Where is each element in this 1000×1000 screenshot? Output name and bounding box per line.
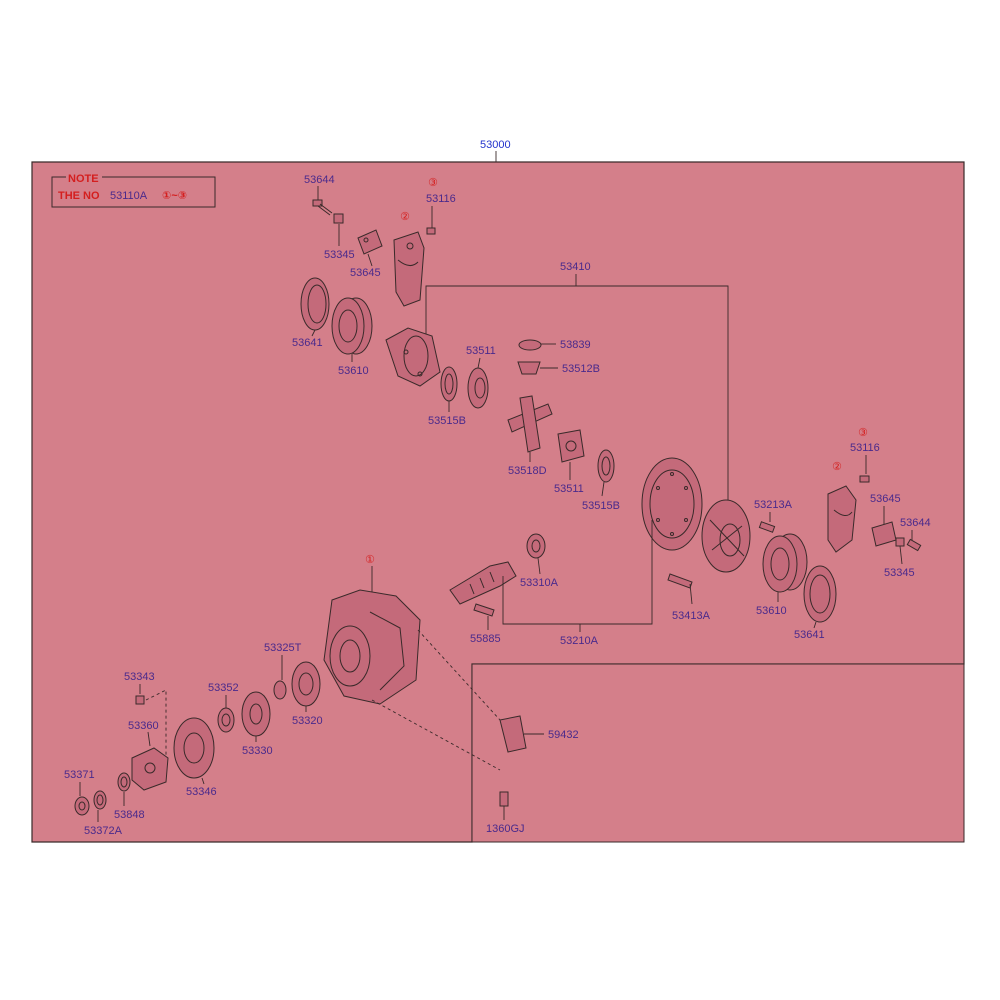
label-53210a[interactable]: 53210A bbox=[560, 635, 599, 647]
label-59432[interactable]: 59432 bbox=[548, 729, 579, 741]
seal-53641-left-icon bbox=[300, 277, 330, 331]
gear-53512b-icon bbox=[517, 361, 541, 375]
bearing-53610-left-icon bbox=[331, 297, 373, 355]
thrust-washer-53515b-left-icon bbox=[440, 366, 458, 402]
plate-53645-left-icon bbox=[357, 229, 383, 255]
label-53512b[interactable]: 53512B bbox=[562, 363, 600, 375]
label-53645-right[interactable]: 53645 bbox=[870, 493, 901, 505]
label-53372a[interactable]: 53372A bbox=[84, 825, 123, 837]
label-53515b-right[interactable]: 53515B bbox=[582, 500, 620, 512]
note-heading: NOTE bbox=[68, 173, 99, 185]
label-53352[interactable]: 53352 bbox=[208, 682, 239, 694]
diff-case-right-half-icon bbox=[701, 499, 751, 573]
bearing-cap-right-icon bbox=[827, 485, 857, 553]
diff-case-left-half-icon bbox=[385, 327, 441, 387]
nut-53371-icon bbox=[74, 796, 90, 816]
marker-2-right: ② bbox=[832, 461, 842, 473]
label-53645-left[interactable]: 53645 bbox=[350, 267, 381, 279]
label-53371[interactable]: 53371 bbox=[64, 769, 95, 781]
lower-right-blank-area bbox=[471, 663, 965, 843]
bearing-53330-icon bbox=[241, 691, 271, 737]
bolt-53644-right-icon bbox=[906, 538, 922, 552]
shim-53352-icon bbox=[217, 707, 235, 733]
seal-53641-right-icon bbox=[803, 565, 837, 623]
root-label[interactable]: 53000 bbox=[480, 139, 511, 151]
label-53346[interactable]: 53346 bbox=[186, 786, 217, 798]
ring-53848-icon bbox=[117, 772, 131, 792]
label-53644-left[interactable]: 53644 bbox=[304, 174, 335, 186]
label-53116-right[interactable]: 53116 bbox=[850, 442, 880, 454]
label-55885[interactable]: 55885 bbox=[470, 633, 501, 645]
label-53343[interactable]: 53343 bbox=[124, 671, 155, 683]
thrust-washer-53515b-right-icon bbox=[597, 449, 615, 483]
label-53413a[interactable]: 53413A bbox=[672, 610, 711, 622]
companion-flange-53360-icon bbox=[131, 747, 169, 791]
bolt-53213a-icon bbox=[758, 521, 776, 533]
marker-3-left: ③ bbox=[428, 177, 438, 189]
pin-53116-right-icon bbox=[859, 475, 870, 483]
note-box: NOTE THE NO 53110A ①~③ bbox=[51, 172, 216, 208]
label-53360[interactable]: 53360 bbox=[128, 720, 159, 732]
washer-53345-right-icon bbox=[895, 537, 905, 547]
spacer-53325t-icon bbox=[273, 680, 287, 700]
drive-pinion-icon bbox=[449, 561, 517, 605]
ring-gear-icon bbox=[641, 457, 703, 551]
washer-53839-icon bbox=[518, 339, 542, 351]
label-53310a[interactable]: 53310A bbox=[520, 577, 559, 589]
pinion-gear-53511-lower-icon bbox=[557, 429, 585, 463]
bolt-53343-icon bbox=[135, 695, 145, 705]
bolt-53644-left-icon bbox=[312, 199, 333, 216]
label-53410[interactable]: 53410 bbox=[560, 261, 591, 273]
bearing-53610-right-icon bbox=[762, 533, 808, 593]
label-53116-left[interactable]: 53116 bbox=[426, 193, 456, 205]
note-prefix: THE NO bbox=[58, 190, 100, 202]
label-53511-lower[interactable]: 53511 bbox=[554, 483, 584, 495]
label-53644-right[interactable]: 53644 bbox=[900, 517, 931, 529]
bolt-1360gj-icon bbox=[499, 791, 509, 807]
pin-53116-left-icon bbox=[426, 227, 436, 235]
label-53518d[interactable]: 53518D bbox=[508, 465, 547, 477]
marker-1: ① bbox=[365, 554, 375, 566]
label-53320[interactable]: 53320 bbox=[292, 715, 323, 727]
marker-2-left: ② bbox=[400, 211, 410, 223]
marker-3-right: ③ bbox=[858, 427, 868, 439]
label-53213a[interactable]: 53213A bbox=[754, 499, 793, 511]
carrier-housing-icon bbox=[323, 589, 421, 705]
label-53511-upper[interactable]: 53511 bbox=[466, 345, 496, 357]
label-53641-left[interactable]: 53641 bbox=[292, 337, 323, 349]
label-53330[interactable]: 53330 bbox=[242, 745, 273, 757]
note-part[interactable]: 53110A bbox=[110, 190, 148, 202]
plug-55885-icon bbox=[473, 603, 495, 617]
bearing-cap-left-icon bbox=[393, 231, 425, 307]
bracket-59432-icon bbox=[499, 715, 527, 753]
label-53839[interactable]: 53839 bbox=[560, 339, 591, 351]
bearing-53310a-icon bbox=[526, 533, 546, 559]
washer-53345-left-icon bbox=[333, 213, 344, 224]
label-53515b-left[interactable]: 53515B bbox=[428, 415, 466, 427]
label-53610-left[interactable]: 53610 bbox=[338, 365, 369, 377]
label-53610-right[interactable]: 53610 bbox=[756, 605, 787, 617]
label-1360gj[interactable]: 1360GJ bbox=[486, 823, 525, 835]
label-53848[interactable]: 53848 bbox=[114, 809, 145, 821]
note-range: ①~③ bbox=[162, 190, 187, 202]
label-53325t[interactable]: 53325T bbox=[264, 642, 302, 654]
dust-shield-53346-icon bbox=[173, 717, 215, 779]
bearing-53320-icon bbox=[291, 661, 321, 707]
side-gear-53511-upper-icon bbox=[467, 367, 489, 409]
spider-53518d-icon bbox=[507, 395, 553, 453]
washer-53372a-icon bbox=[93, 790, 107, 810]
label-53345-right[interactable]: 53345 bbox=[884, 567, 915, 579]
label-53641-right[interactable]: 53641 bbox=[794, 629, 825, 641]
label-53345-left[interactable]: 53345 bbox=[324, 249, 355, 261]
